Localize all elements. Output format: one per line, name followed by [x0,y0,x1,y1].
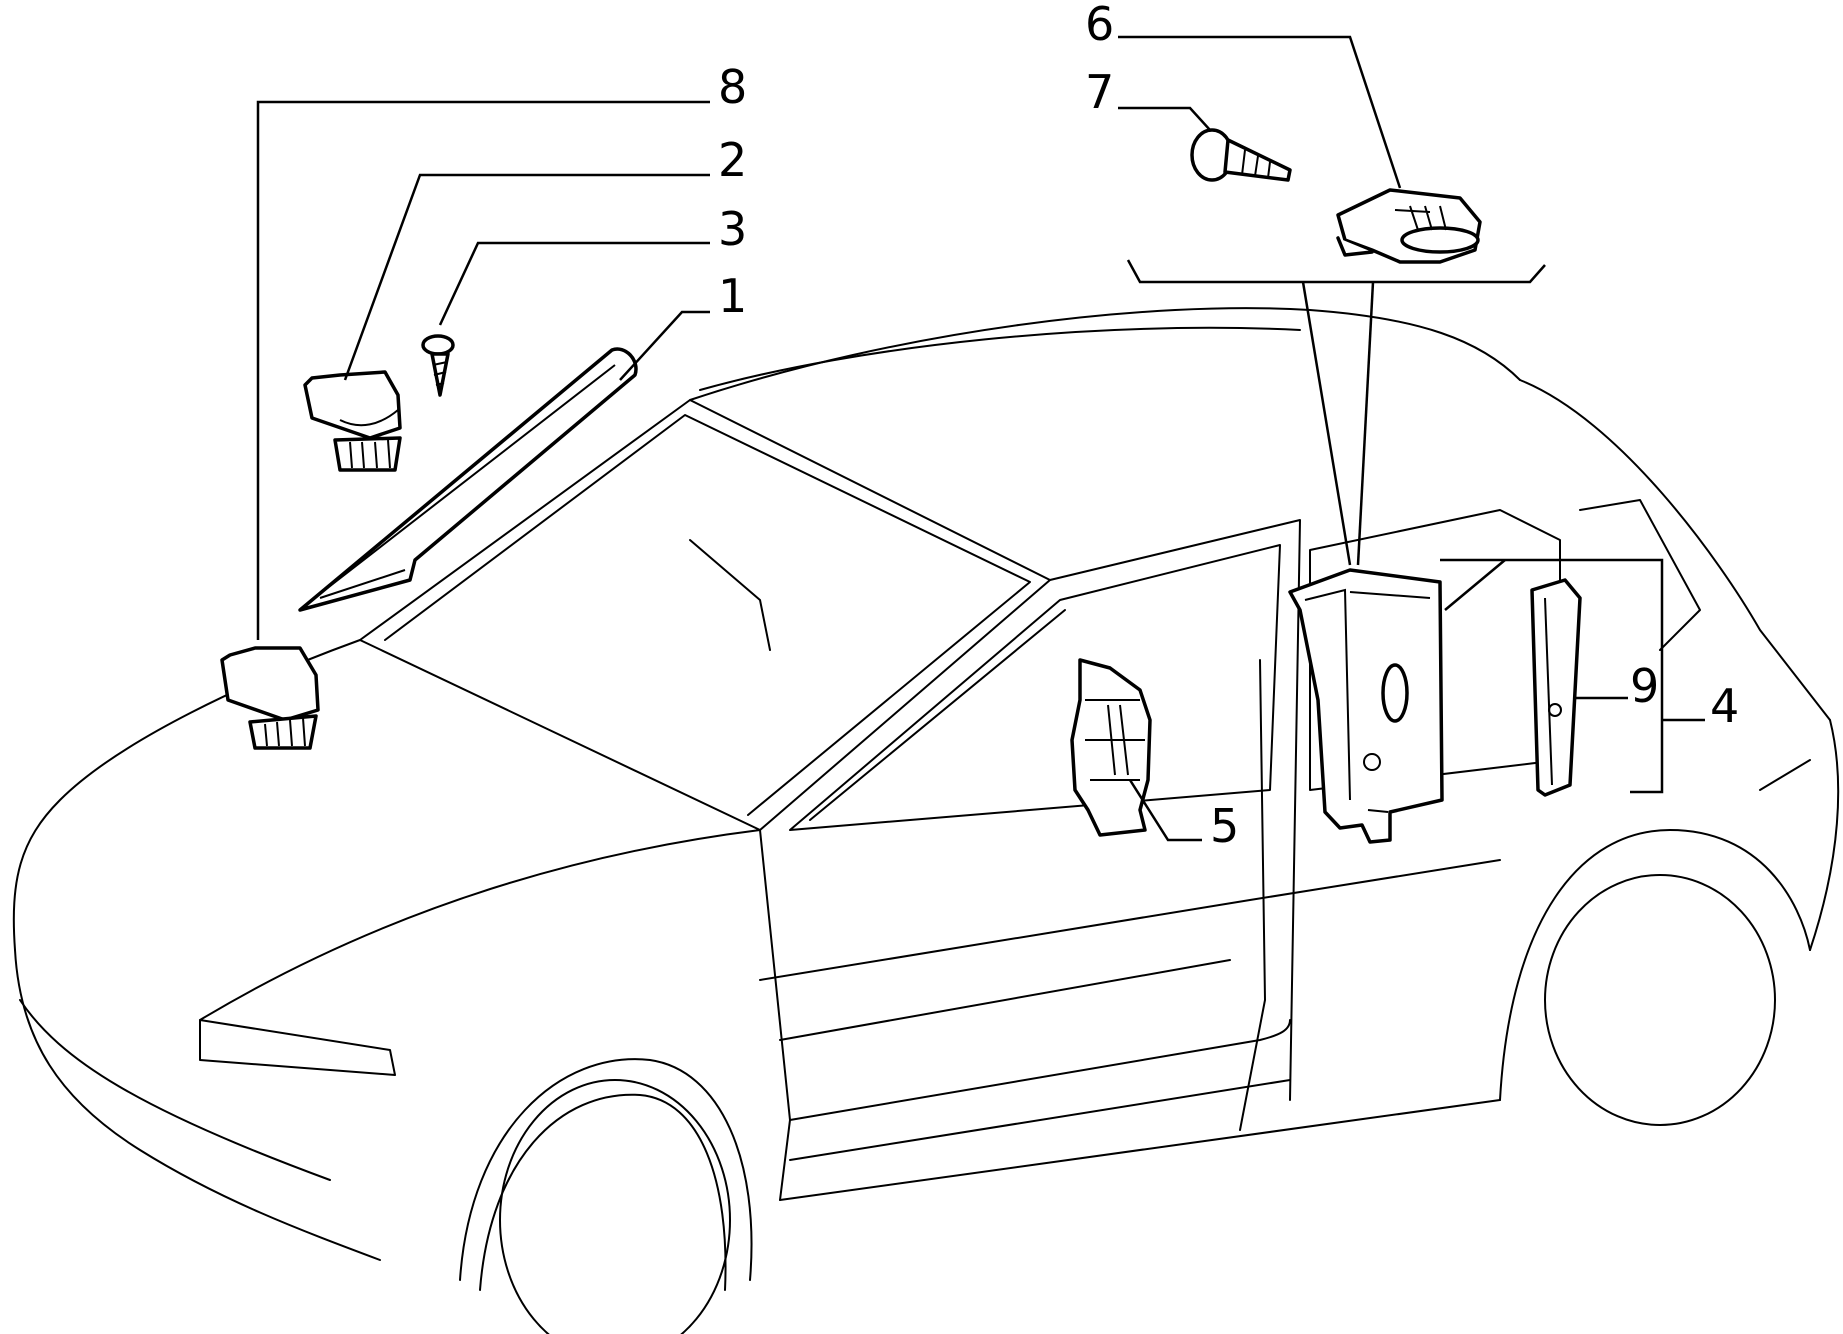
callout-labels: 8 2 3 1 6 7 5 9 4 [718,0,1739,853]
part-5-belt-bracket [1070,658,1152,837]
callout-1: 1 [718,269,747,323]
callout-5: 5 [1210,799,1239,853]
callout-2: 2 [718,133,747,187]
part-7-screw [1190,128,1292,182]
part-4-b-pillar-trim [1288,568,1444,844]
part-9-trim-strip [1530,578,1582,797]
callout-6: 6 [1085,0,1114,51]
callout-9: 9 [1630,659,1659,713]
callout-3: 3 [718,202,747,256]
part-1-a-pillar-trim [298,347,638,612]
part-3-screw [421,334,455,397]
part-2-clip [303,370,402,472]
car-body-outline [12,307,1840,1334]
callout-8: 8 [718,60,747,114]
part-6-handle [1336,188,1482,264]
leader-lines [256,35,1705,842]
callout-7: 7 [1085,65,1114,119]
callout-4: 4 [1710,679,1739,733]
part-8-clip [220,646,320,750]
